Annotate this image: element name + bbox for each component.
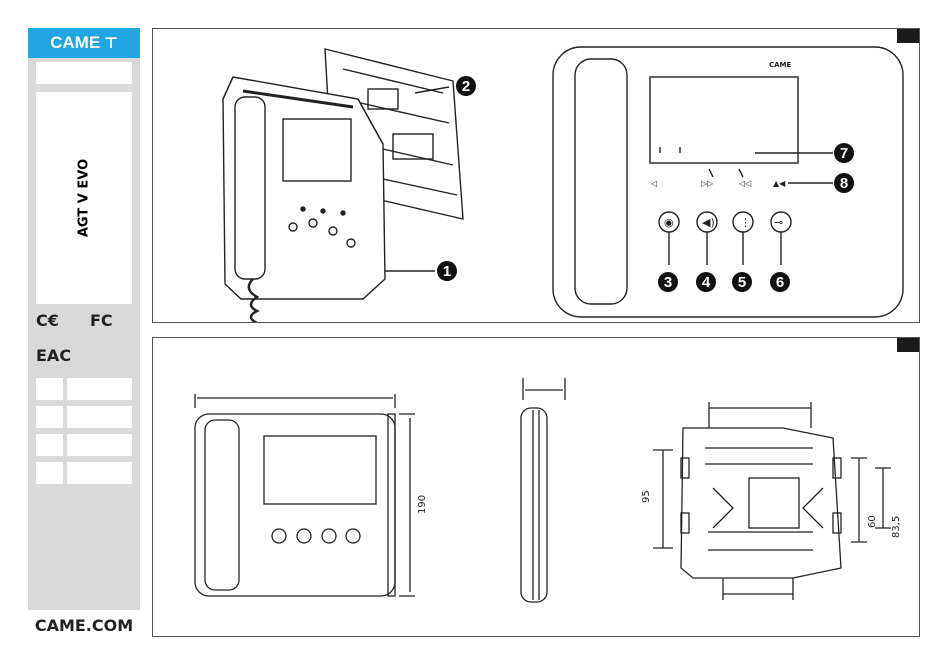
grid-row: [36, 462, 132, 484]
callout-3: 3: [658, 272, 678, 292]
indicator-4: ▲◀: [773, 179, 786, 188]
grid-row: [36, 434, 132, 456]
dimension-drawings: 190 95 60 83,5: [153, 338, 919, 636]
website-label: CAME.COM: [28, 610, 140, 640]
blank-box: [36, 62, 132, 84]
handset: [235, 97, 265, 279]
eac-mark: EAC: [36, 346, 71, 365]
device-screen: [283, 119, 351, 181]
callout-7: 7: [834, 143, 854, 163]
model-box: AGT V EVO: [36, 92, 132, 304]
ce-mark: C€: [36, 311, 59, 330]
model-name: AGT V EVO: [77, 159, 92, 237]
key-icon: ⊸: [774, 216, 783, 229]
brand-header: CAME ⊤: [28, 28, 140, 58]
brand-logo-text: CAME: [50, 33, 100, 53]
indicator-3: ◁◁: [738, 179, 751, 188]
camera-switch-icon: ◉: [664, 216, 674, 229]
callout-6: 6: [770, 272, 790, 292]
grid-row: [36, 406, 132, 428]
speaker-icon: ◀): [702, 216, 715, 229]
callout-4: 4: [696, 272, 716, 292]
front-handset: [575, 59, 627, 304]
menu-dots-icon: ⋮: [740, 216, 751, 229]
callout-1: 1: [437, 261, 457, 281]
top-panel: ◁ ▷▷ ◁◁ ▲◀ CAME ◉ ◀) ⋮ ⊸: [152, 28, 920, 323]
front-screen: [650, 77, 798, 163]
dim-side-device: [521, 408, 547, 602]
front-logo: CAME: [769, 61, 792, 69]
callout-2: 2: [456, 76, 476, 96]
dim-190: 190: [417, 495, 428, 514]
callout-8: 8: [834, 173, 854, 193]
fcc-mark: FC: [90, 311, 113, 330]
dim-83-5: 83,5: [891, 516, 902, 538]
dim-95: 95: [641, 490, 652, 503]
bottom-panel: 190 95 60 83,5: [152, 337, 920, 637]
indicator-1: ◁: [650, 179, 657, 188]
top-illustration: ◁ ▷▷ ◁◁ ▲◀ CAME ◉ ◀) ⋮ ⊸: [153, 29, 919, 322]
dim-bracket: [681, 428, 841, 578]
indicator-2: ▷▷: [701, 179, 714, 188]
brand-mark-icon: ⊤: [104, 34, 118, 52]
callout-5: 5: [732, 272, 752, 292]
dim-60: 60: [867, 515, 878, 528]
grid-row: [36, 378, 132, 400]
sidebar: CAME ⊤ AGT V EVO C€ FC EAC CAME.COM: [28, 28, 140, 640]
